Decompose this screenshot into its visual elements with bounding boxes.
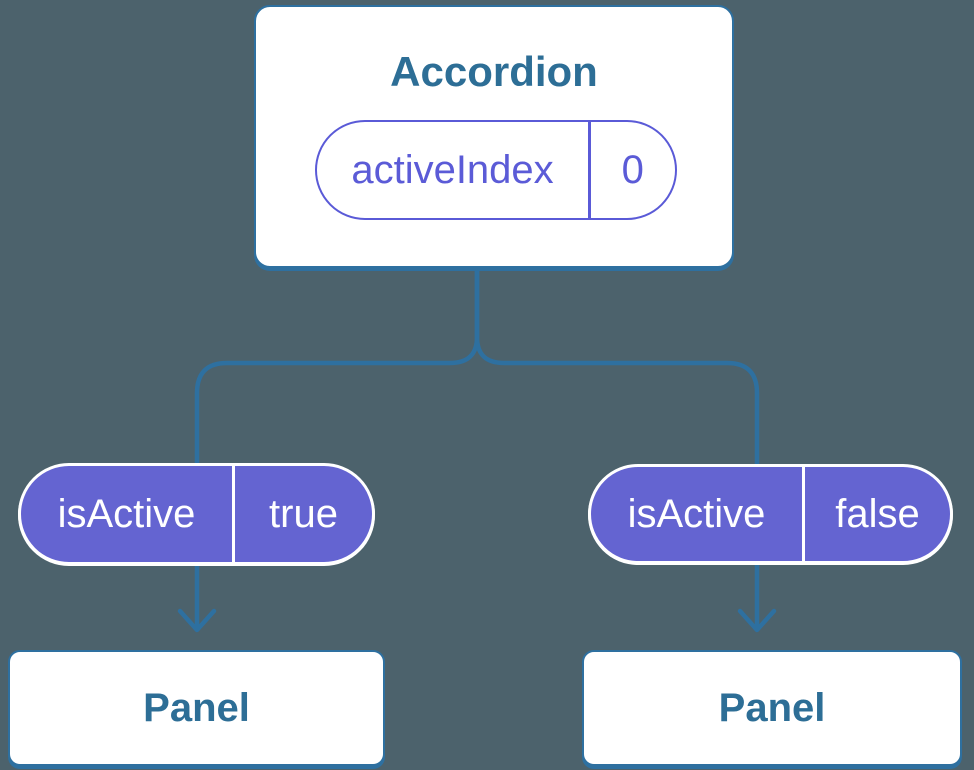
panel-box-left: Panel <box>8 650 385 766</box>
panel-title-left: Panel <box>143 686 250 730</box>
panel-title-right: Panel <box>718 686 826 730</box>
branch-left-line <box>194 263 480 469</box>
prop-pill-divider <box>232 466 235 562</box>
branch-right-line <box>474 263 760 469</box>
prop-pill-isactive-false: isActive false <box>588 464 953 564</box>
prop-pill-value: true <box>269 492 338 536</box>
prop-pill-divider <box>802 467 805 561</box>
arrow-right-head <box>737 608 777 633</box>
panel-box-right: Panel <box>582 650 962 766</box>
prop-pill-name: isActive <box>627 492 766 536</box>
arrow-left-head <box>177 608 217 633</box>
prop-pill-value: false <box>835 492 920 536</box>
accordion-title: Accordion <box>390 48 598 95</box>
state-pill-divider <box>588 122 591 218</box>
state-pill-name: activeIndex <box>351 148 554 192</box>
state-pill-value: 0 <box>621 148 644 192</box>
accordion-component-box: Accordion activeIndex 0 <box>254 5 734 268</box>
prop-pill-isactive-true: isActive true <box>18 463 375 565</box>
state-pill-activeindex: activeIndex 0 <box>315 120 677 220</box>
prop-pill-name: isActive <box>57 492 196 536</box>
